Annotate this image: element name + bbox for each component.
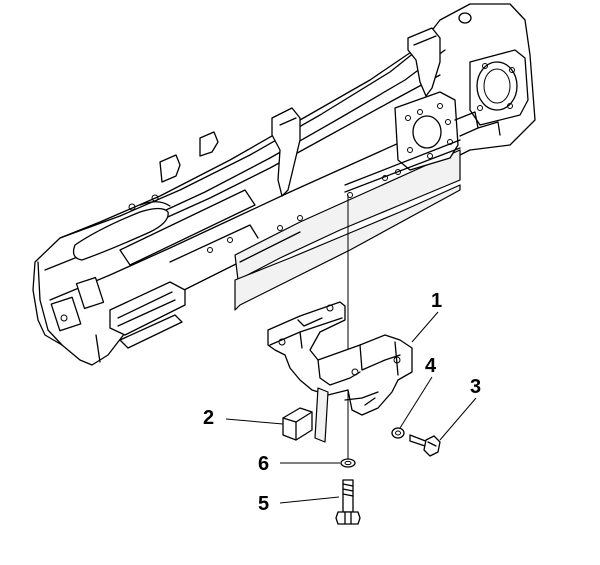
leader-lines [225,311,477,504]
callout-2: 2 [203,407,214,429]
callout-3: 3 [470,376,481,398]
callout-1: 1 [431,290,442,312]
backing-plate [314,387,329,443]
mounting-bracket-icon [267,301,413,416]
washer-icon [340,458,356,468]
callout-6: 6 [258,453,269,475]
callout-4: 4 [425,355,437,377]
washer-icon [391,427,405,439]
spacer-block-icon [282,407,313,441]
frame-beam [32,3,536,366]
long-bolt-icon [335,479,361,525]
bolt-icon [409,434,441,457]
callout-5: 5 [258,493,269,515]
